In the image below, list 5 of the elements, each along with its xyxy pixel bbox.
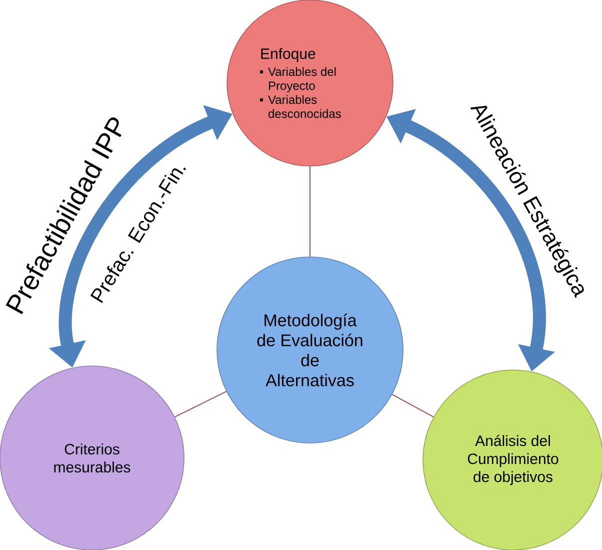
connector-line: [174, 390, 227, 418]
connector-line: [392, 394, 434, 418]
circle-node: Análisis del Cumplimiento de objetivos: [422, 370, 602, 550]
circle-node: Metodología de Evaluación de Alternativas: [216, 256, 404, 444]
circle-node: Criterios mesurables: [0, 366, 184, 550]
